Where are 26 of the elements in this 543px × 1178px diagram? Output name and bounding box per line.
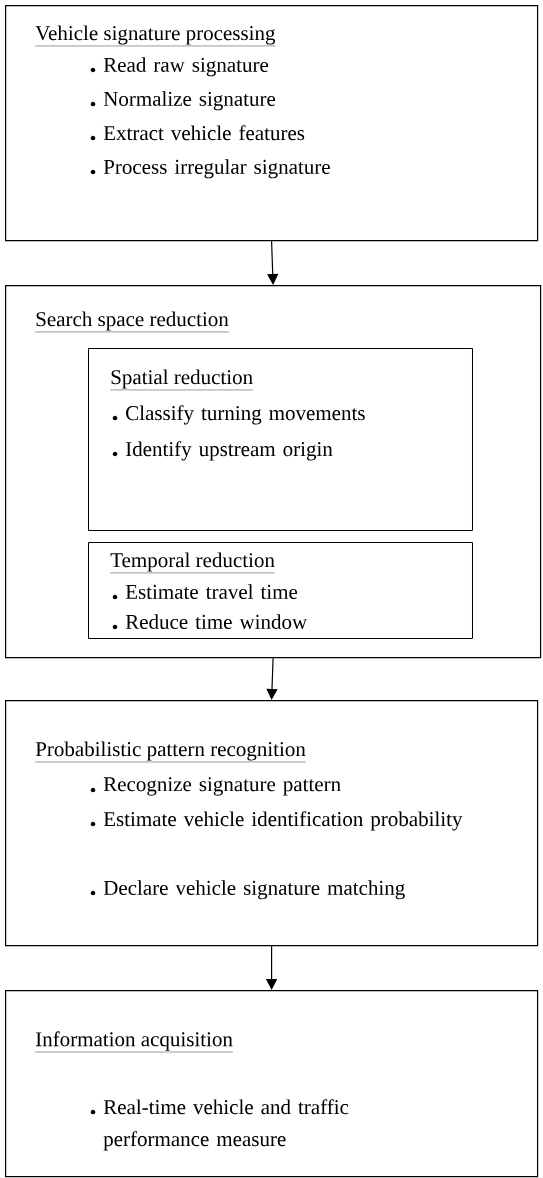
section-heading: Temporal reduction [110, 552, 276, 574]
process-box [88, 348, 473, 531]
process-box [5, 285, 542, 659]
bullet-item: Identify upstream origin [125, 441, 333, 461]
section-heading: Spatial reduction [110, 369, 254, 391]
section-heading: Probabilistic pattern recognition [35, 741, 306, 763]
bullet-item: Read raw signature [103, 57, 269, 77]
bullet-item: Normalize signature [103, 91, 276, 111]
bullet-item: Recognize signature pattern [103, 777, 341, 796]
process-box [5, 700, 539, 947]
bullet-item: Extract vehicle features [103, 125, 305, 141]
bullet-item: Estimate vehicle identification probability [103, 811, 463, 831]
section-heading: Information acquisition [35, 1031, 234, 1053]
section-heading: Vehicle signature processing [35, 25, 276, 47]
bullet-item: Process irregular signature [103, 159, 330, 179]
arrow [267, 240, 279, 285]
section-heading: Search space reduction [35, 311, 229, 333]
bullet-item: Real-time vehicle and traffic performance measure [103, 1099, 349, 1151]
bullet-item: Declare vehicle signature matching [103, 880, 405, 900]
bullet-item: Classify turning movements [126, 405, 365, 425]
bullet-item: Reduce time window [125, 614, 308, 629]
arrow [266, 657, 278, 700]
bullet-item: Estimate travel time [125, 584, 298, 599]
process-box [5, 5, 539, 242]
process-box [5, 990, 539, 1178]
process-box [88, 542, 473, 639]
